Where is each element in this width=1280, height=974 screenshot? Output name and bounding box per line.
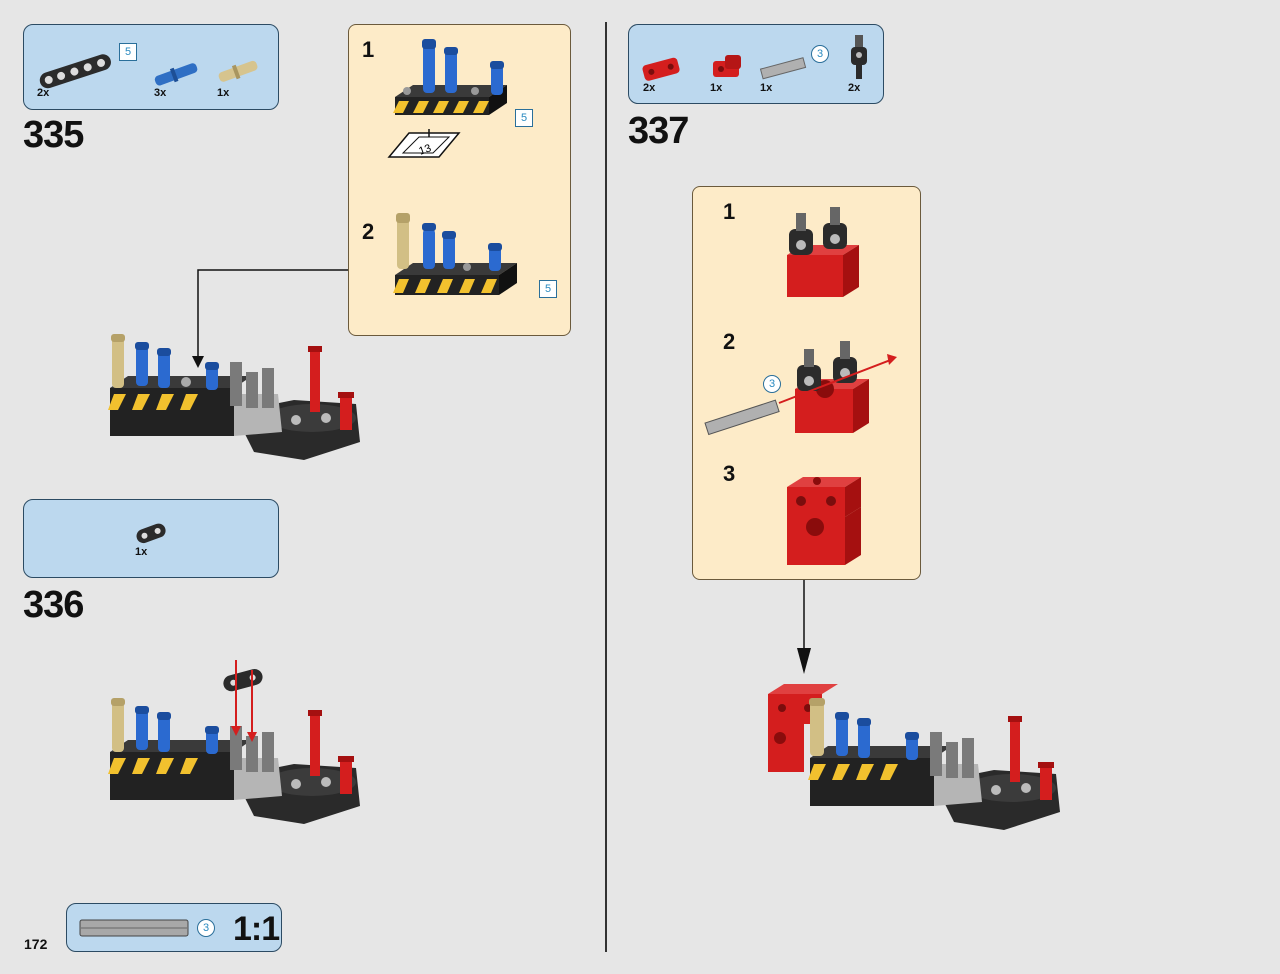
part-length-badge: 5 [515, 109, 533, 127]
step-number: 336 [23, 584, 84, 626]
blue-pin-icon [154, 63, 198, 86]
part-qty: 1x [710, 82, 723, 94]
step-336-parts-box: 1x [23, 499, 279, 578]
part-qty: 2x [848, 82, 861, 94]
step-number: 335 [23, 114, 84, 156]
substep-number: 1 [723, 199, 736, 224]
substep-1-model [787, 207, 859, 297]
part-qty: 2x [643, 82, 656, 94]
scale-reference-box: 3 1:1 [66, 903, 282, 952]
scale-ratio: 1:1 [233, 910, 280, 948]
red-connector-icon [642, 57, 680, 81]
part-length-badge: 3 [763, 375, 781, 393]
step-337-parts-box: 2x 1x 3 1x 2x [628, 24, 884, 104]
part-length-badge: 5 [539, 280, 557, 298]
tan-pin-icon [218, 60, 258, 82]
substep-1-model [393, 39, 507, 115]
grey-axle-icon [79, 919, 189, 937]
black-liftarm-icon [39, 54, 111, 89]
substep-number: 2 [362, 219, 375, 244]
step-337-subassembly-box: 1 2 3 3 [692, 186, 921, 580]
part-length-badge: 5 [119, 43, 137, 61]
step-337-model [768, 684, 1060, 830]
page-divider [605, 22, 607, 952]
scale-length-badge: 3 [197, 919, 215, 937]
substep-2-model [393, 213, 517, 295]
substep-number: 1 [362, 37, 375, 62]
step-335-model [108, 334, 360, 460]
black-beam-icon [136, 523, 166, 544]
step-335-parts-box: 5 2x 3x 1x [23, 24, 279, 110]
step-336-model [108, 660, 360, 824]
part-qty: 2x [37, 87, 50, 99]
page-ref-callout [387, 129, 461, 158]
part-qty: 1x [135, 546, 148, 558]
part-length-badge: 3 [811, 45, 829, 63]
part-qty: 3x [154, 87, 167, 99]
grey-axle-icon [759, 57, 807, 80]
part-qty: 1x [217, 87, 230, 99]
red-block-icon [713, 55, 741, 77]
substep-number: 3 [723, 461, 736, 486]
black-connector-icon [851, 35, 867, 79]
substep-number: 2 [723, 329, 736, 354]
step-number: 337 [628, 110, 689, 152]
substep-2-model [704, 341, 897, 436]
part-qty: 1x [760, 82, 773, 94]
page-number: 172 [24, 936, 48, 952]
step-335-subassembly-box: 1 5 13 2 5 [348, 24, 571, 336]
substep-3-model [787, 477, 861, 565]
